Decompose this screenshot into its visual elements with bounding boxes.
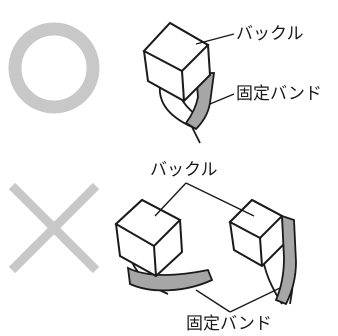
incorrect-buckle-label: バックル — [150, 160, 218, 180]
incorrect-buckle-illustration-left — [114, 198, 214, 295]
correct-buckle-label: バックル — [236, 24, 304, 44]
correct-buckle-illustration — [142, 21, 216, 144]
fixing-band-right — [274, 214, 297, 306]
circle-mark-icon — [8, 22, 100, 114]
buckle-top-face — [142, 21, 210, 73]
buckle-edge — [181, 70, 185, 102]
fixing-band — [184, 72, 216, 131]
correct-band-label: 固定バンド — [236, 84, 322, 104]
buckle-top-face-left — [114, 198, 182, 248]
cross-mark-icon — [8, 182, 100, 274]
incorrect-buckle-illustration-right — [228, 198, 297, 306]
incorrect-band-label: 固定バンド — [186, 314, 272, 334]
